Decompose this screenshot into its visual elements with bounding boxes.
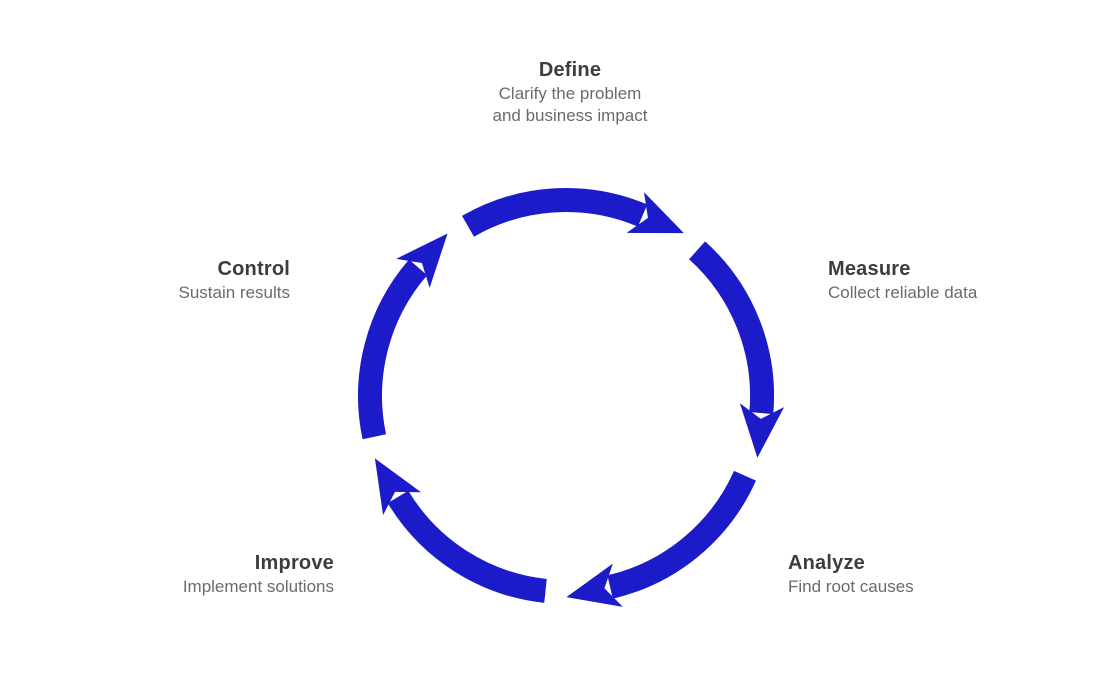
cycle-arrow-control-to-define — [358, 233, 448, 440]
step-improve-title: Improve — [254, 552, 334, 574]
step-measure-title: Measure — [828, 258, 911, 280]
cycle-arrow-define-to-measure — [462, 188, 684, 237]
step-analyze-description: Find root causes — [788, 577, 914, 596]
cycle-arrows-graphic — [358, 188, 785, 607]
step-control-description: Sustain results — [178, 283, 291, 302]
cycle-arrow-analyze-to-improve — [566, 470, 756, 607]
cycle-arrow-measure-to-analyze — [688, 241, 785, 458]
step-define-description: Clarify the problem and business impact — [492, 84, 648, 125]
step-analyze-title: Analyze — [788, 552, 865, 574]
cycle-arrow-improve-to-control — [374, 458, 547, 603]
step-measure-description: Collect reliable data — [828, 283, 978, 302]
step-control: Control Sustain results — [20, 257, 291, 304]
step-define: Define Clarify the problem and business … — [420, 58, 720, 127]
step-measure: Measure Collect reliable data — [828, 257, 1098, 304]
step-analyze: Analyze Find root causes — [788, 551, 1058, 598]
step-control-title: Control — [217, 258, 290, 280]
step-improve: Improve Implement solutions — [64, 551, 334, 598]
step-improve-description: Implement solutions — [182, 577, 334, 596]
step-define-title: Define — [538, 59, 602, 81]
